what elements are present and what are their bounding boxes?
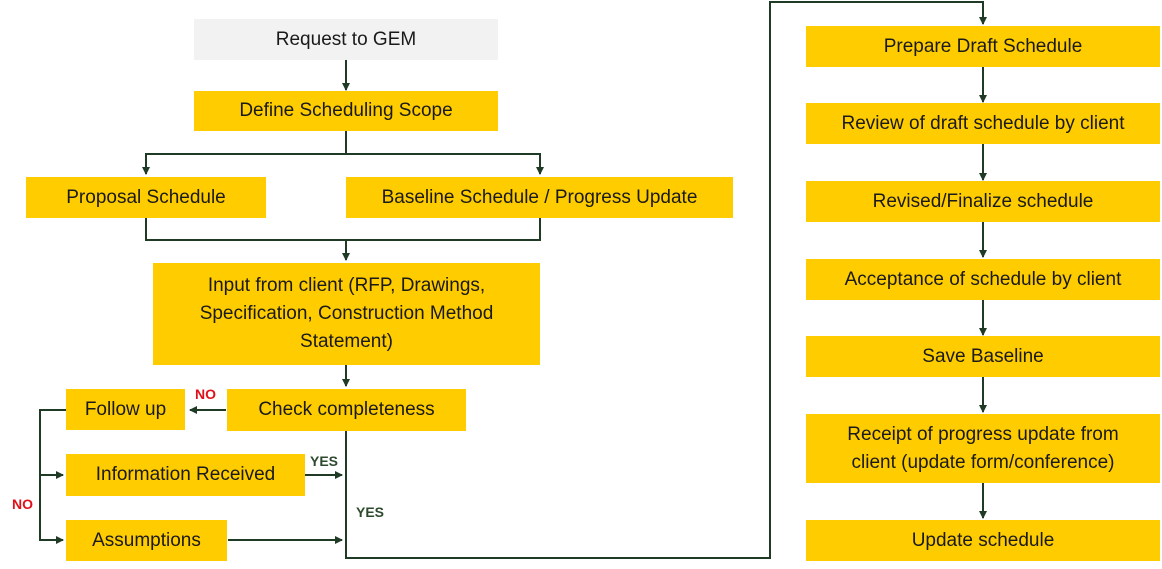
node-review-draft: Review of draft schedule by client xyxy=(806,103,1160,144)
yes-label-main: YES xyxy=(356,504,385,520)
node-label: Assumptions xyxy=(92,529,201,551)
node-acceptance: Acceptance of schedule by client xyxy=(806,259,1160,300)
node-receipt-progress: Receipt of progress update from client (… xyxy=(806,414,1160,483)
node-follow-up: Follow up xyxy=(66,389,185,430)
node-label: Review of draft schedule by client xyxy=(841,112,1125,134)
node-label: Update schedule xyxy=(911,529,1055,551)
node-label: Receipt of progress update from client (… xyxy=(847,423,1119,473)
node-label: Request to GEM xyxy=(275,28,417,50)
node-label: Input from client (RFP, Drawings, Specif… xyxy=(199,275,494,352)
node-label: Baseline Schedule / Progress Update xyxy=(381,186,698,208)
node-assumptions: Assumptions xyxy=(66,520,227,561)
node-input-client: Input from client (RFP, Drawings, Specif… xyxy=(153,263,540,365)
node-save-baseline: Save Baseline xyxy=(806,336,1160,377)
yes-label-info: YES xyxy=(310,453,339,469)
node-label: Define Scheduling Scope xyxy=(239,100,453,121)
node-label: Proposal Schedule xyxy=(66,186,226,208)
node-label: Information Received xyxy=(95,464,276,485)
no-label-follow-up: NO xyxy=(12,496,33,512)
node-label: Check completeness xyxy=(258,399,435,420)
node-label: Revised/Finalize schedule xyxy=(872,190,1094,212)
node-proposal-schedule: Proposal Schedule xyxy=(26,177,266,218)
node-request: Request to GEM xyxy=(194,19,498,60)
node-label: Acceptance of schedule by client xyxy=(844,268,1122,290)
node-revise-finalize: Revised/Finalize schedule xyxy=(806,181,1160,222)
node-baseline-progress: Baseline Schedule / Progress Update xyxy=(346,177,733,218)
node-update-schedule: Update schedule xyxy=(806,520,1160,561)
node-label: Follow up xyxy=(84,398,167,420)
node-define-scope: Define Scheduling Scope xyxy=(194,91,498,131)
no-label-check: NO xyxy=(195,386,216,402)
node-check-completeness: Check completeness xyxy=(227,389,466,431)
node-label: Save Baseline xyxy=(922,345,1044,367)
node-prepare-draft: Prepare Draft Schedule xyxy=(806,26,1160,67)
node-information-received: Information Received xyxy=(66,454,305,496)
node-label: Prepare Draft Schedule xyxy=(883,35,1083,57)
